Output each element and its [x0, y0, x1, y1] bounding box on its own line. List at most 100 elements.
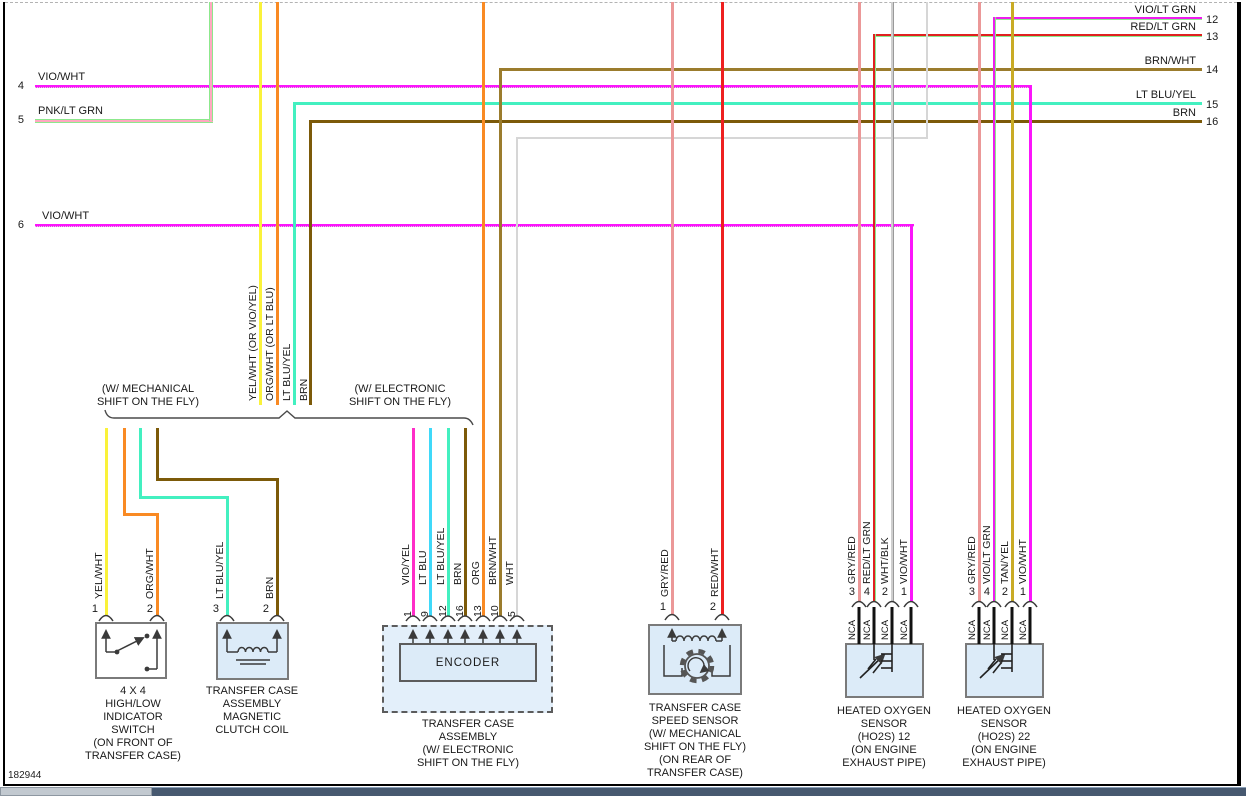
- wire-14-brn-wht: [499, 68, 1202, 71]
- nca-label: NCA: [1018, 619, 1029, 640]
- nca-label: NCA: [982, 619, 993, 640]
- wire-speed-gry-red: [671, 2, 674, 614]
- wire-clutch-brn-lower: [276, 478, 279, 616]
- wire-switch-org-upper: [123, 428, 126, 516]
- riser-wire-label: LT BLU/YEL: [281, 343, 293, 401]
- name-line: MAGNETIC: [222, 711, 282, 723]
- pin-number: 5: [506, 611, 518, 617]
- name-line: SENSOR: [860, 718, 908, 730]
- wire-13-red-lt-grn: [873, 34, 1202, 37]
- name-line: TRANSFER CASE): [85, 750, 181, 762]
- wire-12-vio-lt-grn: [993, 17, 1202, 20]
- pin-number: 16: [454, 605, 466, 617]
- name-line: (ON FRONT OF: [93, 737, 173, 749]
- wire-ho2s12-red-lt-grn: [873, 34, 876, 602]
- wire-number: 14: [1206, 64, 1219, 76]
- wire-clutch-ltbluyel-jog: [140, 496, 229, 499]
- name-line: EXHAUST PIPE): [962, 757, 1046, 769]
- wire-brn-riser: [309, 120, 312, 405]
- wire-encoder-wht: [516, 137, 518, 616]
- name-line: TRANSFER CASE): [647, 767, 743, 779]
- wire-number: 15: [1206, 99, 1219, 111]
- pin-number: 2: [262, 603, 269, 615]
- wire-encoder-brn-wht: [499, 68, 502, 616]
- wire-ho2s12-wht-blk: [891, 2, 894, 602]
- pin-wire-label: WHT: [504, 561, 516, 585]
- pin-wire-label: BRN: [264, 576, 276, 599]
- name-line: TRANSFER CASE: [648, 702, 742, 714]
- connector-arcs: [98, 600, 1038, 622]
- horizontal-scrollbar-track[interactable]: [152, 787, 1246, 796]
- nca-label: NCA: [899, 619, 910, 640]
- name-line: (W/ ELECTRONIC: [422, 744, 514, 756]
- wire-lt-blu-yel-riser: [293, 102, 296, 405]
- name-line: CLUTCH COIL: [215, 724, 289, 736]
- option-line: (W/ MECHANICAL: [101, 383, 195, 395]
- name-line: SHIFT ON THE FLY): [416, 757, 520, 769]
- wire-label: VIO/WHT: [42, 210, 90, 222]
- pin-number: 10: [489, 605, 501, 617]
- pin-number: 3: [848, 586, 855, 598]
- wire-pnk-lt-grn-riser: [209, 2, 213, 121]
- wire-15-lt-blu-yel: [293, 102, 1202, 105]
- pin-wire-label: YEL/WHT: [93, 552, 105, 599]
- wire-label: VIO/LT GRN: [1134, 4, 1196, 16]
- wire-switch-yel: [105, 428, 108, 616]
- wire-label: BRN/WHT: [1144, 55, 1196, 67]
- pin-wire-label: RED/LT GRN: [861, 521, 873, 584]
- horizontal-scrollbar-thumb[interactable]: [0, 787, 152, 796]
- wire-encoder-vio-yel: [412, 428, 415, 616]
- wire-number: 16: [1206, 116, 1219, 128]
- encoder-box: ENCODER: [399, 643, 537, 682]
- pin-number: 1: [402, 611, 414, 617]
- name-line: HEATED OXYGEN: [837, 705, 931, 717]
- window-bottom-border: [3, 784, 1241, 786]
- riser-wire-label: ORG/WHT (OR LT BLU): [264, 287, 276, 401]
- pin-number: 9: [419, 611, 431, 617]
- pin-wire-label: ORG/WHT: [144, 548, 156, 599]
- pin-number: 2: [709, 601, 716, 613]
- nca-label: NCA: [967, 619, 978, 640]
- option-line: (W/ ELECTRONIC: [354, 383, 446, 395]
- wire-ho2s22-tan-yel: [1011, 2, 1014, 602]
- window-top-edge: [5, 2, 1237, 3]
- pin-number: 4: [983, 586, 990, 598]
- name-line: TRANSFER CASE: [421, 718, 515, 730]
- name-line: (ON REAR OF: [658, 754, 732, 766]
- name-line: SHIFT ON THE FLY): [643, 741, 747, 753]
- name-line: (W/ MECHANICAL: [648, 728, 742, 740]
- wire-ho2s12-gry-red: [858, 2, 861, 602]
- wire-ho2s22-vio-wht: [1029, 85, 1032, 602]
- option-line: SHIFT ON THE FLY): [348, 396, 452, 408]
- wire-5-pnk-lt-grn: [35, 119, 213, 123]
- pin-wire-label: BRN: [452, 562, 464, 585]
- pin-number: 1: [900, 586, 907, 598]
- indicator-switch-name: 4 X 4 HIGH/LOW INDICATOR SWITCH (ON FRON…: [58, 685, 208, 763]
- name-line: (HO2S) 12: [857, 731, 911, 743]
- wire-switch-org-jog: [124, 513, 159, 516]
- name-line: (HO2S) 22: [977, 731, 1031, 743]
- pin-number: 2: [146, 603, 153, 615]
- name-line: SWITCH: [111, 724, 155, 736]
- pin-wire-label: ORG: [470, 561, 482, 585]
- wire-number: 4: [17, 80, 24, 92]
- pin-number: 1: [91, 603, 98, 615]
- option-label-electronic: (W/ ELECTRONIC SHIFT ON THE FLY): [320, 383, 480, 409]
- wire-label: RED/LT GRN: [1130, 21, 1196, 33]
- wire-number: 6: [17, 219, 24, 231]
- wire-number: 5: [17, 114, 24, 126]
- pin-number: 12: [437, 605, 449, 617]
- pin-wire-label: LT BLU: [417, 550, 429, 585]
- option-label-mechanical: (W/ MECHANICAL SHIFT ON THE FLY): [68, 383, 228, 409]
- name-line: SENSOR: [980, 718, 1028, 730]
- wire-switch-org-lower: [156, 513, 159, 616]
- pin-wire-label: RED/WHT: [709, 548, 721, 597]
- pin-wire-label: VIO/YEL: [400, 544, 412, 585]
- pin-wire-label: BRN/WHT: [487, 536, 499, 585]
- wire-label: BRN: [1172, 107, 1196, 119]
- ho2s12-box: [845, 643, 924, 698]
- pin-number: 2: [881, 586, 888, 598]
- pin-wire-label: WHT/BLK: [879, 537, 891, 584]
- pin-wire-label: LT BLU/YEL: [435, 527, 447, 585]
- speed-sensor-name: TRANSFER CASE SPEED SENSOR (W/ MECHANICA…: [620, 702, 770, 780]
